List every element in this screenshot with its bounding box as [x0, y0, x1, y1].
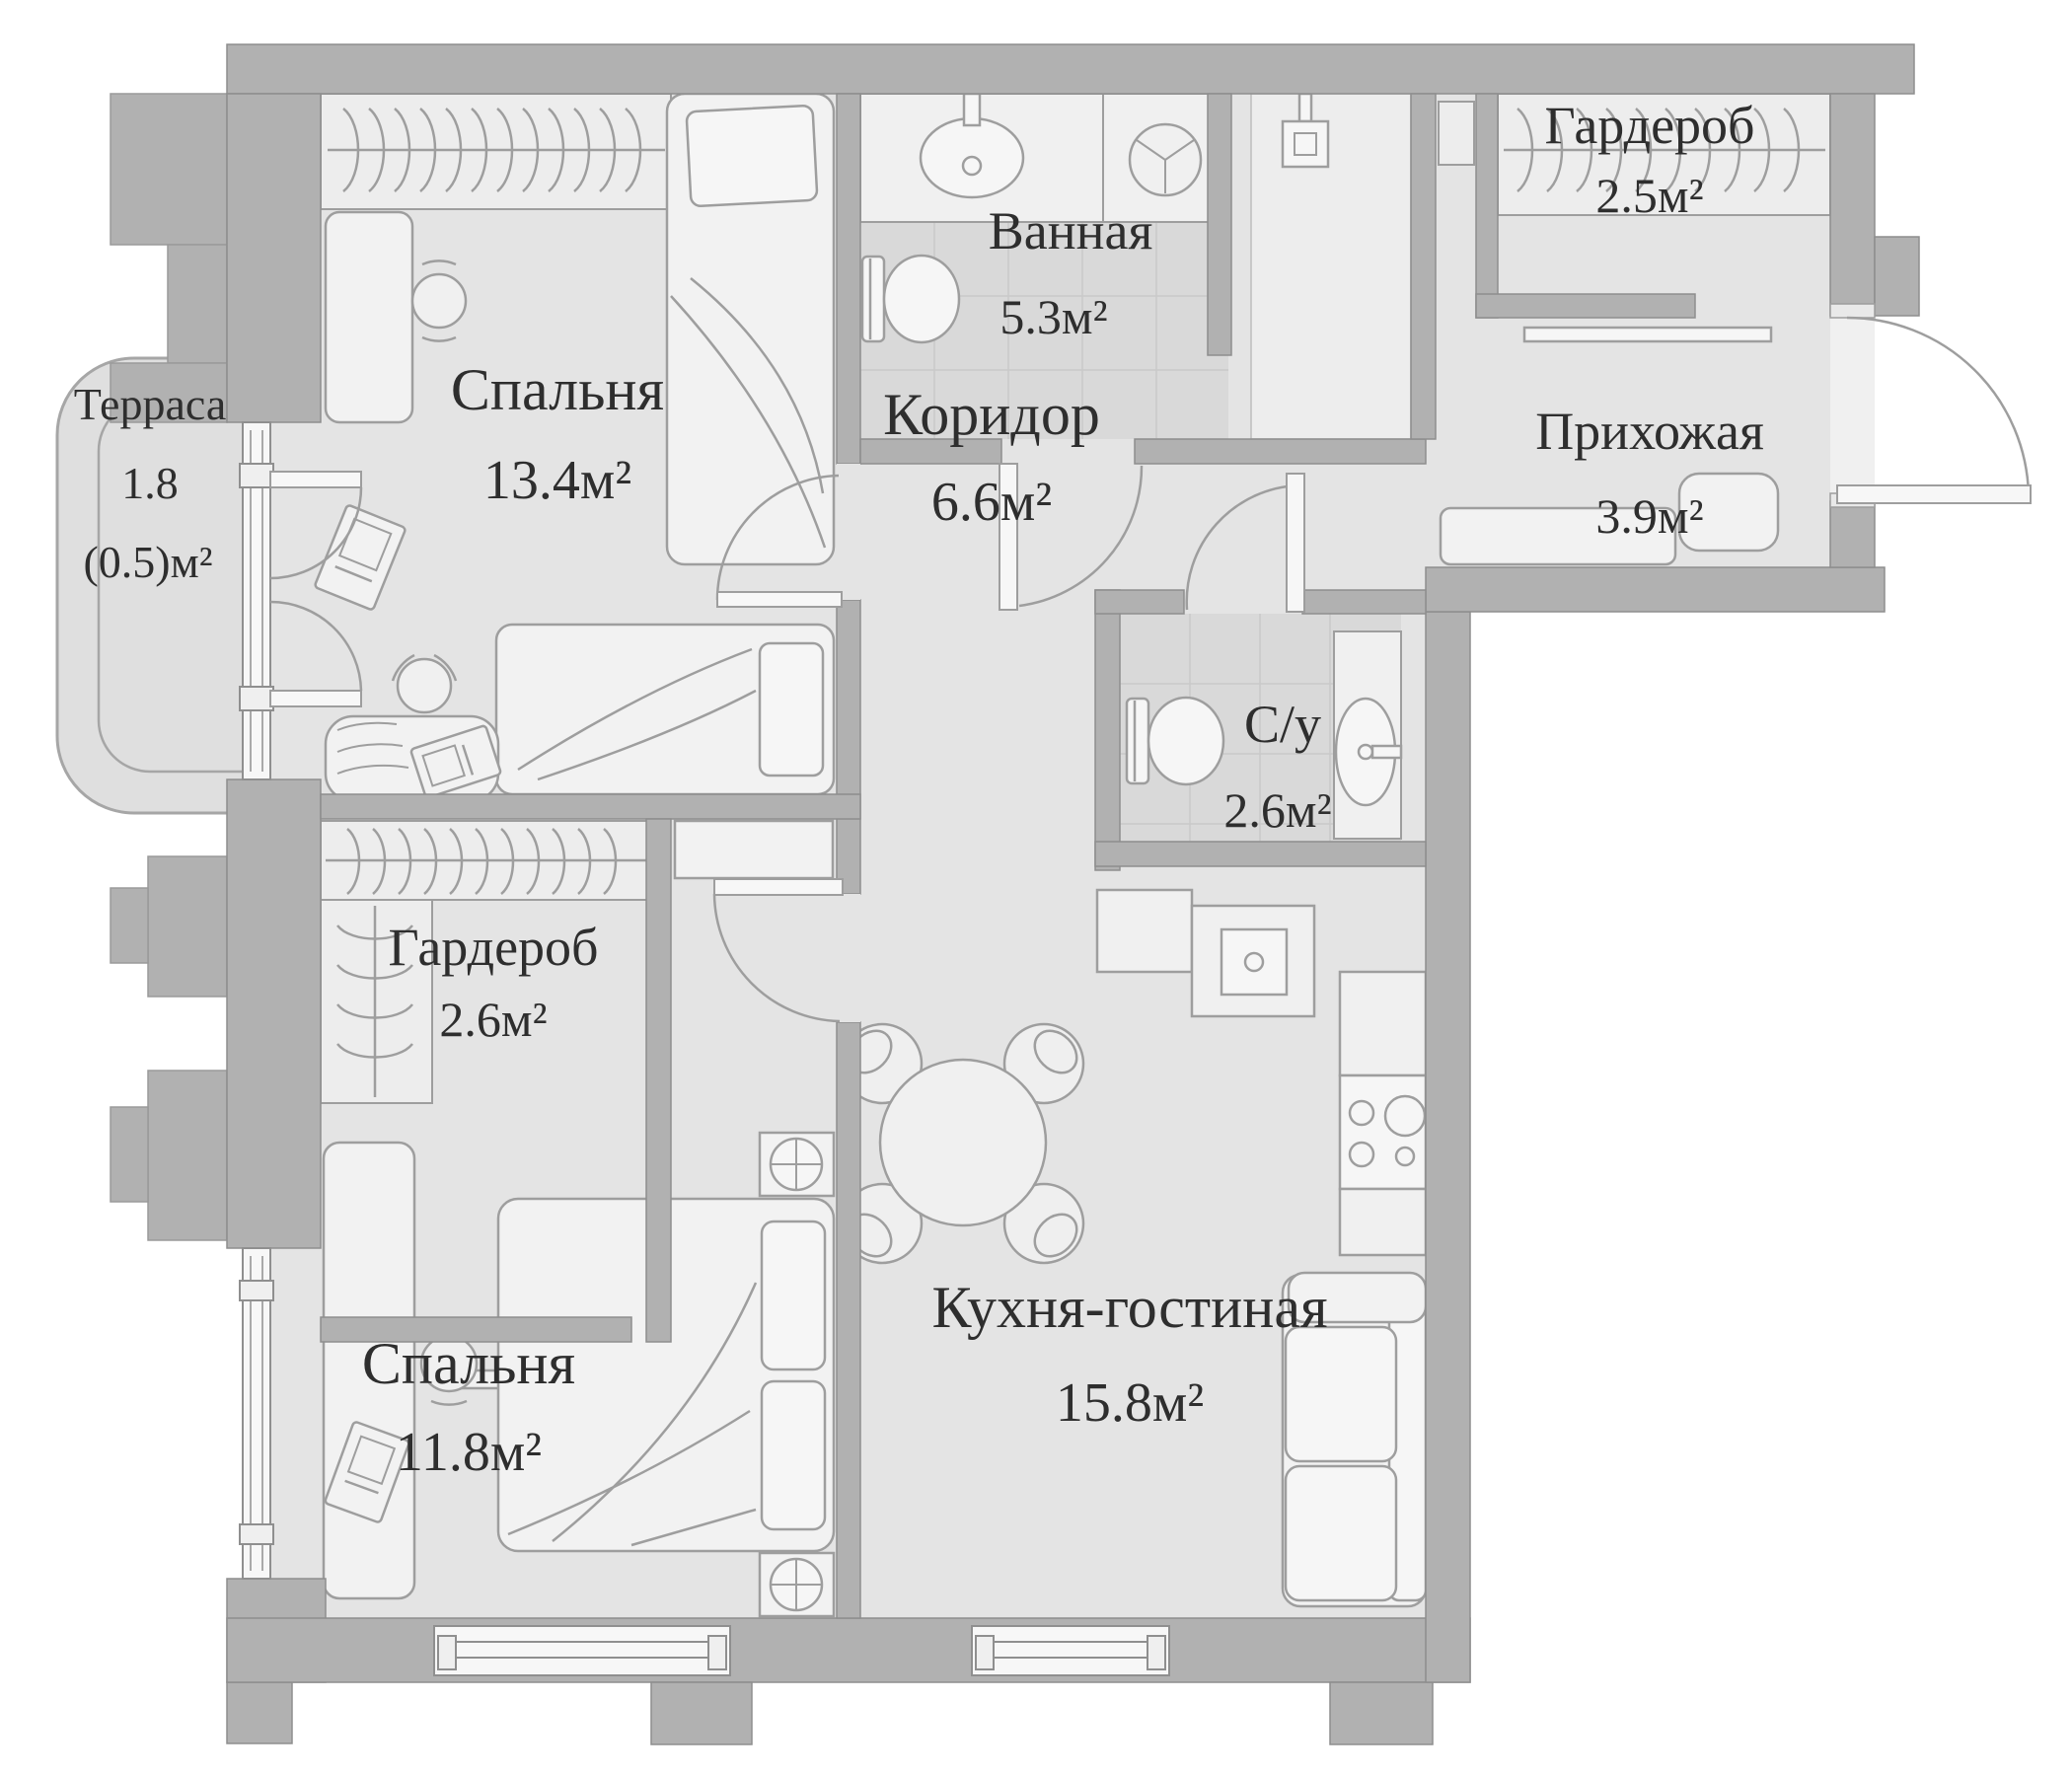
- exterior-pilasters: [110, 93, 228, 1241]
- laptop-icon: [409, 724, 502, 799]
- room-area-wardrobe-2: 2.6м²: [439, 992, 547, 1047]
- single-bed-icon: [494, 623, 836, 796]
- dining-table-icon: [878, 1058, 1048, 1227]
- room-label-corridor: Коридор: [883, 382, 1100, 447]
- room-label-kitchen: Кухня-гостиная: [931, 1275, 1327, 1340]
- door-swing-icon: [712, 878, 860, 1023]
- single-bed-icon: [665, 92, 836, 566]
- room-area-corridor: 6.6м²: [931, 472, 1052, 533]
- shower-zone: [1250, 93, 1412, 440]
- window-icon: [433, 1625, 731, 1676]
- shoe-shelf-icon: [1522, 326, 1773, 343]
- wardrobe-hangers-icon: [320, 820, 652, 1104]
- pouf-icon: [1677, 472, 1780, 553]
- vanity-sink-icon: [1333, 630, 1403, 840]
- laptop-icon: [314, 504, 407, 611]
- room-area-hallway: 3.9м²: [1595, 488, 1703, 544]
- room-label-wc: С/у: [1244, 695, 1321, 754]
- walls: [226, 43, 1920, 1745]
- room-label-bedroom-2: Спальня: [362, 1331, 575, 1396]
- sink-icon: [859, 92, 1104, 223]
- terrace-window-icon: [239, 421, 274, 780]
- office-chair-icon: [391, 653, 458, 714]
- room-area-terrace-2: (0.5)м²: [83, 537, 212, 587]
- room-label-wardrobe-2: Гардероб: [388, 918, 598, 977]
- fridge-icon: [1095, 888, 1194, 974]
- wardrobe-hangers-icon: [320, 93, 672, 210]
- vent-shaft-icon: [1438, 101, 1475, 166]
- room-area-terrace-1: 1.8: [121, 458, 179, 508]
- nightstand-lamp-icon: [758, 1551, 836, 1618]
- room-area-bedroom-1: 13.4м²: [483, 450, 631, 511]
- room-area-kitchen: 15.8м²: [1056, 1372, 1204, 1434]
- door-swing-icon: [715, 464, 860, 608]
- room-labels: Спальня 13.4м² Ванная 5.3м² Гардероб 2.5…: [74, 96, 1764, 1483]
- room-area-bedroom-2: 11.8м²: [396, 1422, 542, 1483]
- windows: [239, 421, 1170, 1676]
- room-label-bathroom: Ванная: [989, 201, 1153, 260]
- room-label-wardrobe-entry: Гардероб: [1544, 96, 1754, 155]
- kitchen-counter: [1338, 1187, 1428, 1257]
- room-area-wc: 2.6м²: [1223, 782, 1331, 838]
- office-chair-icon: [410, 259, 468, 342]
- room-label-hallway: Прихожая: [1535, 402, 1764, 461]
- stove-icon: [1338, 1073, 1428, 1191]
- room-area-wardrobe-entry: 2.5м²: [1595, 168, 1703, 223]
- door-swing-icon: [269, 471, 363, 707]
- room-label-terrace: Терраса: [74, 379, 227, 429]
- kitchen-counter: [1338, 970, 1428, 1077]
- window-icon: [239, 1247, 274, 1580]
- door-swing-icon: [999, 463, 1144, 611]
- entrance-door-swing-icon: [1829, 303, 2032, 508]
- office-chair-icon: [419, 1321, 479, 1406]
- kitchen-sink-icon: [1190, 904, 1316, 1018]
- bench-icon: [1439, 506, 1677, 566]
- laptop-icon: [324, 1421, 410, 1523]
- room-label-bedroom-1: Спальня: [451, 357, 664, 422]
- window-icon: [971, 1625, 1170, 1676]
- cabinet-icon: [673, 819, 835, 880]
- shower-icon: [1281, 92, 1330, 169]
- double-bed-icon: [496, 1197, 836, 1553]
- toilet-icon: [1125, 696, 1225, 786]
- toilet-icon: [860, 254, 961, 344]
- sofa-icon: [1281, 1271, 1428, 1608]
- room-area-bathroom: 5.3м²: [999, 289, 1107, 344]
- nightstand-lamp-icon: [758, 1131, 836, 1198]
- doors: [269, 303, 2032, 1023]
- door-swing-icon: [1185, 473, 1305, 613]
- desk-icon: [324, 210, 414, 424]
